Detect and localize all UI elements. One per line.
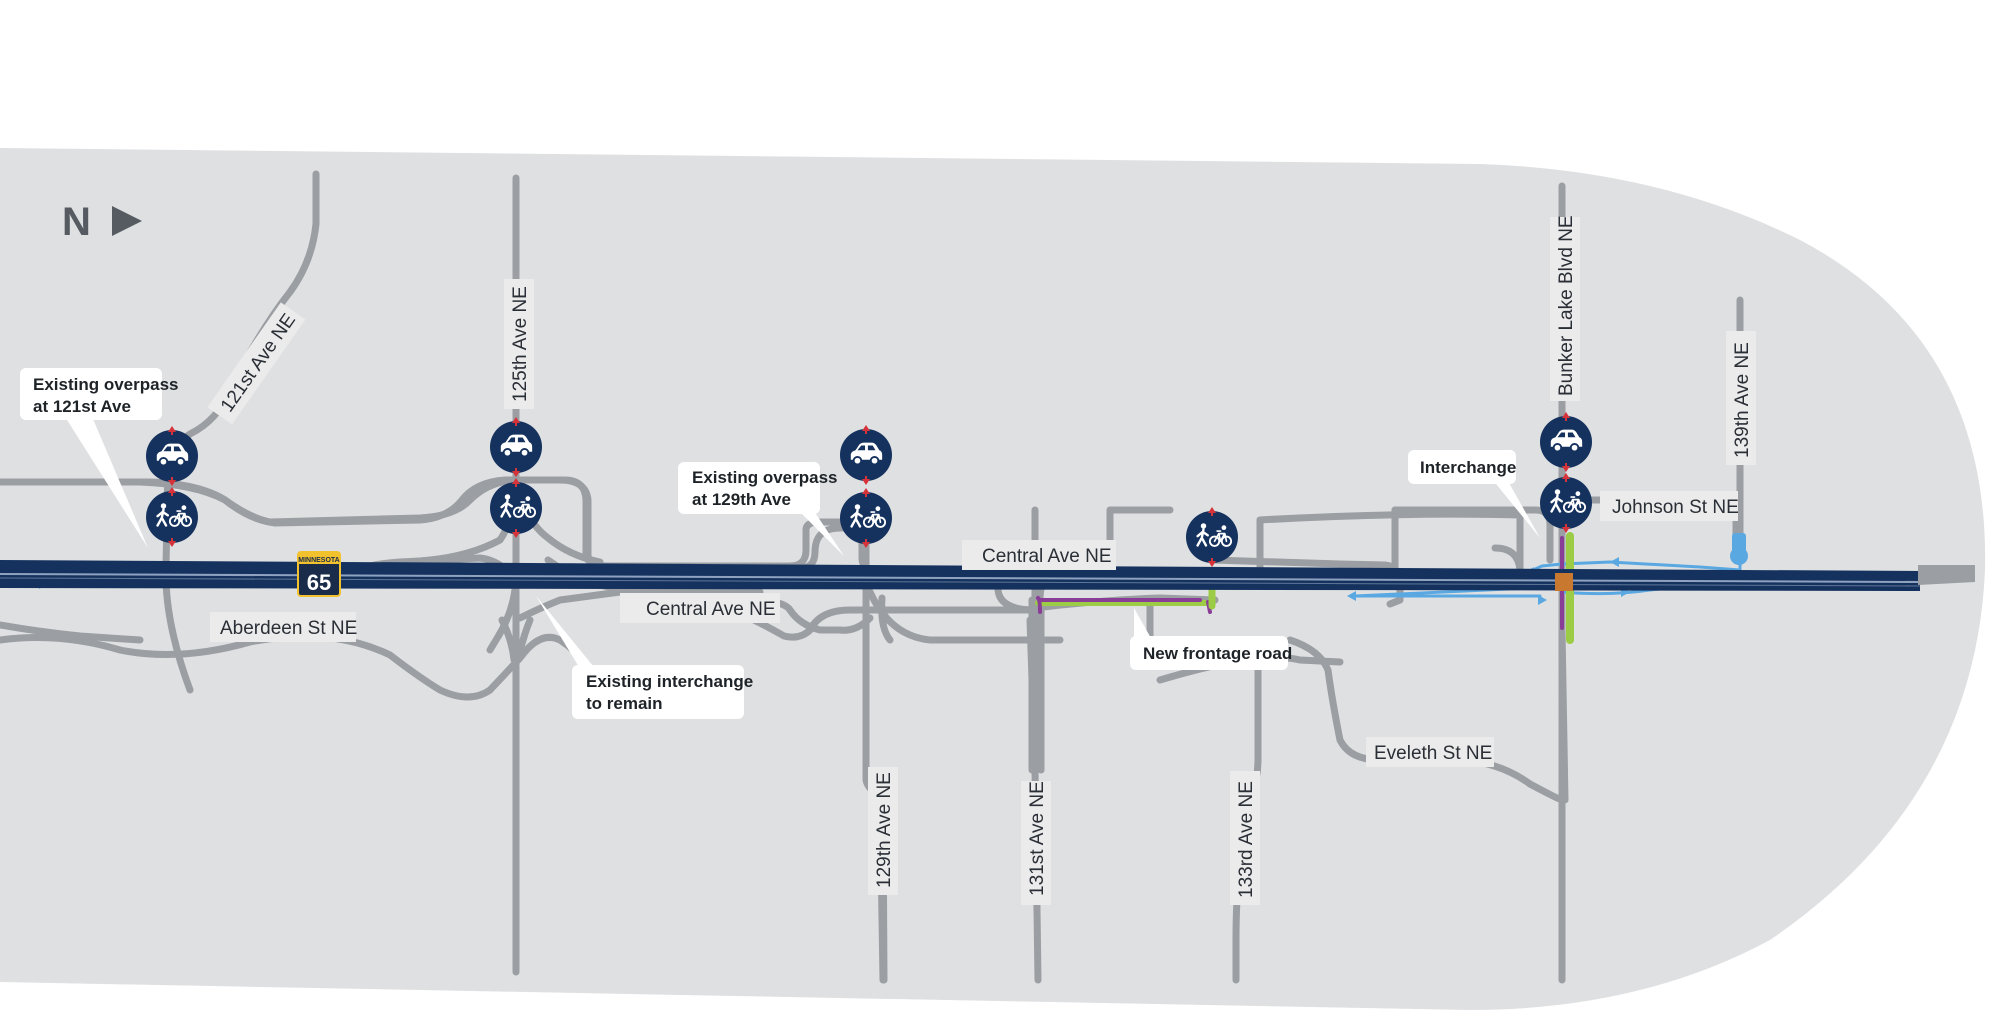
callout-overpass-129th-line1: Existing overpass — [692, 468, 838, 487]
label-133rd-ave: 133rd Ave NE — [1236, 781, 1257, 898]
car-crossing-icon-125th — [490, 416, 542, 478]
callouts: Existing overpass at 121st Ave Existing … — [20, 368, 1540, 719]
callout-interchange-remain: Existing interchange to remain — [536, 596, 753, 719]
label-aberdeen-st: Aberdeen St NE — [220, 618, 357, 639]
label-139th-ave: 139th Ave NE — [1732, 342, 1753, 458]
ped-bike-crossing-icon-125th — [490, 477, 542, 539]
callout-overpass-121st-line1: Existing overpass — [33, 375, 179, 394]
callout-interchange-remain-line1: Existing interchange — [586, 672, 753, 691]
interchange-marker — [1555, 573, 1573, 591]
callout-new-frontage-road-text: New frontage road — [1143, 644, 1292, 663]
label-129th-ave: 129th Ave NE — [874, 772, 895, 888]
shield-state-text: MINNESOTA — [298, 557, 339, 564]
north-arrow-icon: N — [62, 200, 142, 244]
callout-overpass-121st: Existing overpass at 121st Ave — [20, 368, 179, 548]
ped-bike-crossing-icon-129th — [840, 487, 892, 549]
crossing-icons — [146, 411, 1592, 568]
label-bunker-lake-blvd: Bunker Lake Blvd NE — [1556, 215, 1577, 396]
callout-interchange-remain-line2: to remain — [586, 694, 663, 713]
callout-overpass-129th-line2: at 129th Ave — [692, 490, 791, 509]
ped-bike-crossing-icon-133rd — [1186, 506, 1238, 568]
callout-interchange: Interchange — [1408, 450, 1540, 538]
callout-overpass-129th: Existing overpass at 129th Ave — [678, 462, 844, 556]
callout-interchange-text: Interchange — [1420, 458, 1516, 477]
label-eveleth-st: Eveleth St NE — [1374, 743, 1492, 764]
car-crossing-icon-121st — [146, 425, 198, 487]
horizontal-road-labels: Central Ave NE Central Ave NE Aberdeen S… — [210, 491, 1739, 767]
label-125th-ave: 125th Ave NE — [510, 286, 531, 402]
car-crossing-icon-129th — [840, 424, 892, 486]
label-johnson-st: Johnson St NE — [1612, 497, 1739, 518]
north-letter: N — [62, 200, 91, 244]
mn-65-shield-icon: MINNESOTA 65 — [297, 551, 341, 597]
vertical-road-labels: 125th Ave NE 129th Ave NE 131st Ave NE 1… — [207, 215, 1756, 905]
label-central-ave-north: Central Ave NE — [982, 546, 1112, 567]
callout-new-frontage-road: New frontage road — [1130, 608, 1292, 670]
label-central-ave-south: Central Ave NE — [646, 599, 776, 620]
car-crossing-icon-bunker — [1540, 411, 1592, 473]
callout-overpass-121st-line2: at 121st Ave — [33, 397, 131, 416]
ped-bike-crossing-icon-121st — [146, 486, 198, 548]
shield-route-number: 65 — [307, 570, 331, 595]
label-131st-ave: 131st Ave NE — [1027, 781, 1048, 896]
ped-bike-crossing-icon-bunker — [1540, 472, 1592, 534]
trail-endpoint-marker — [1730, 533, 1748, 565]
